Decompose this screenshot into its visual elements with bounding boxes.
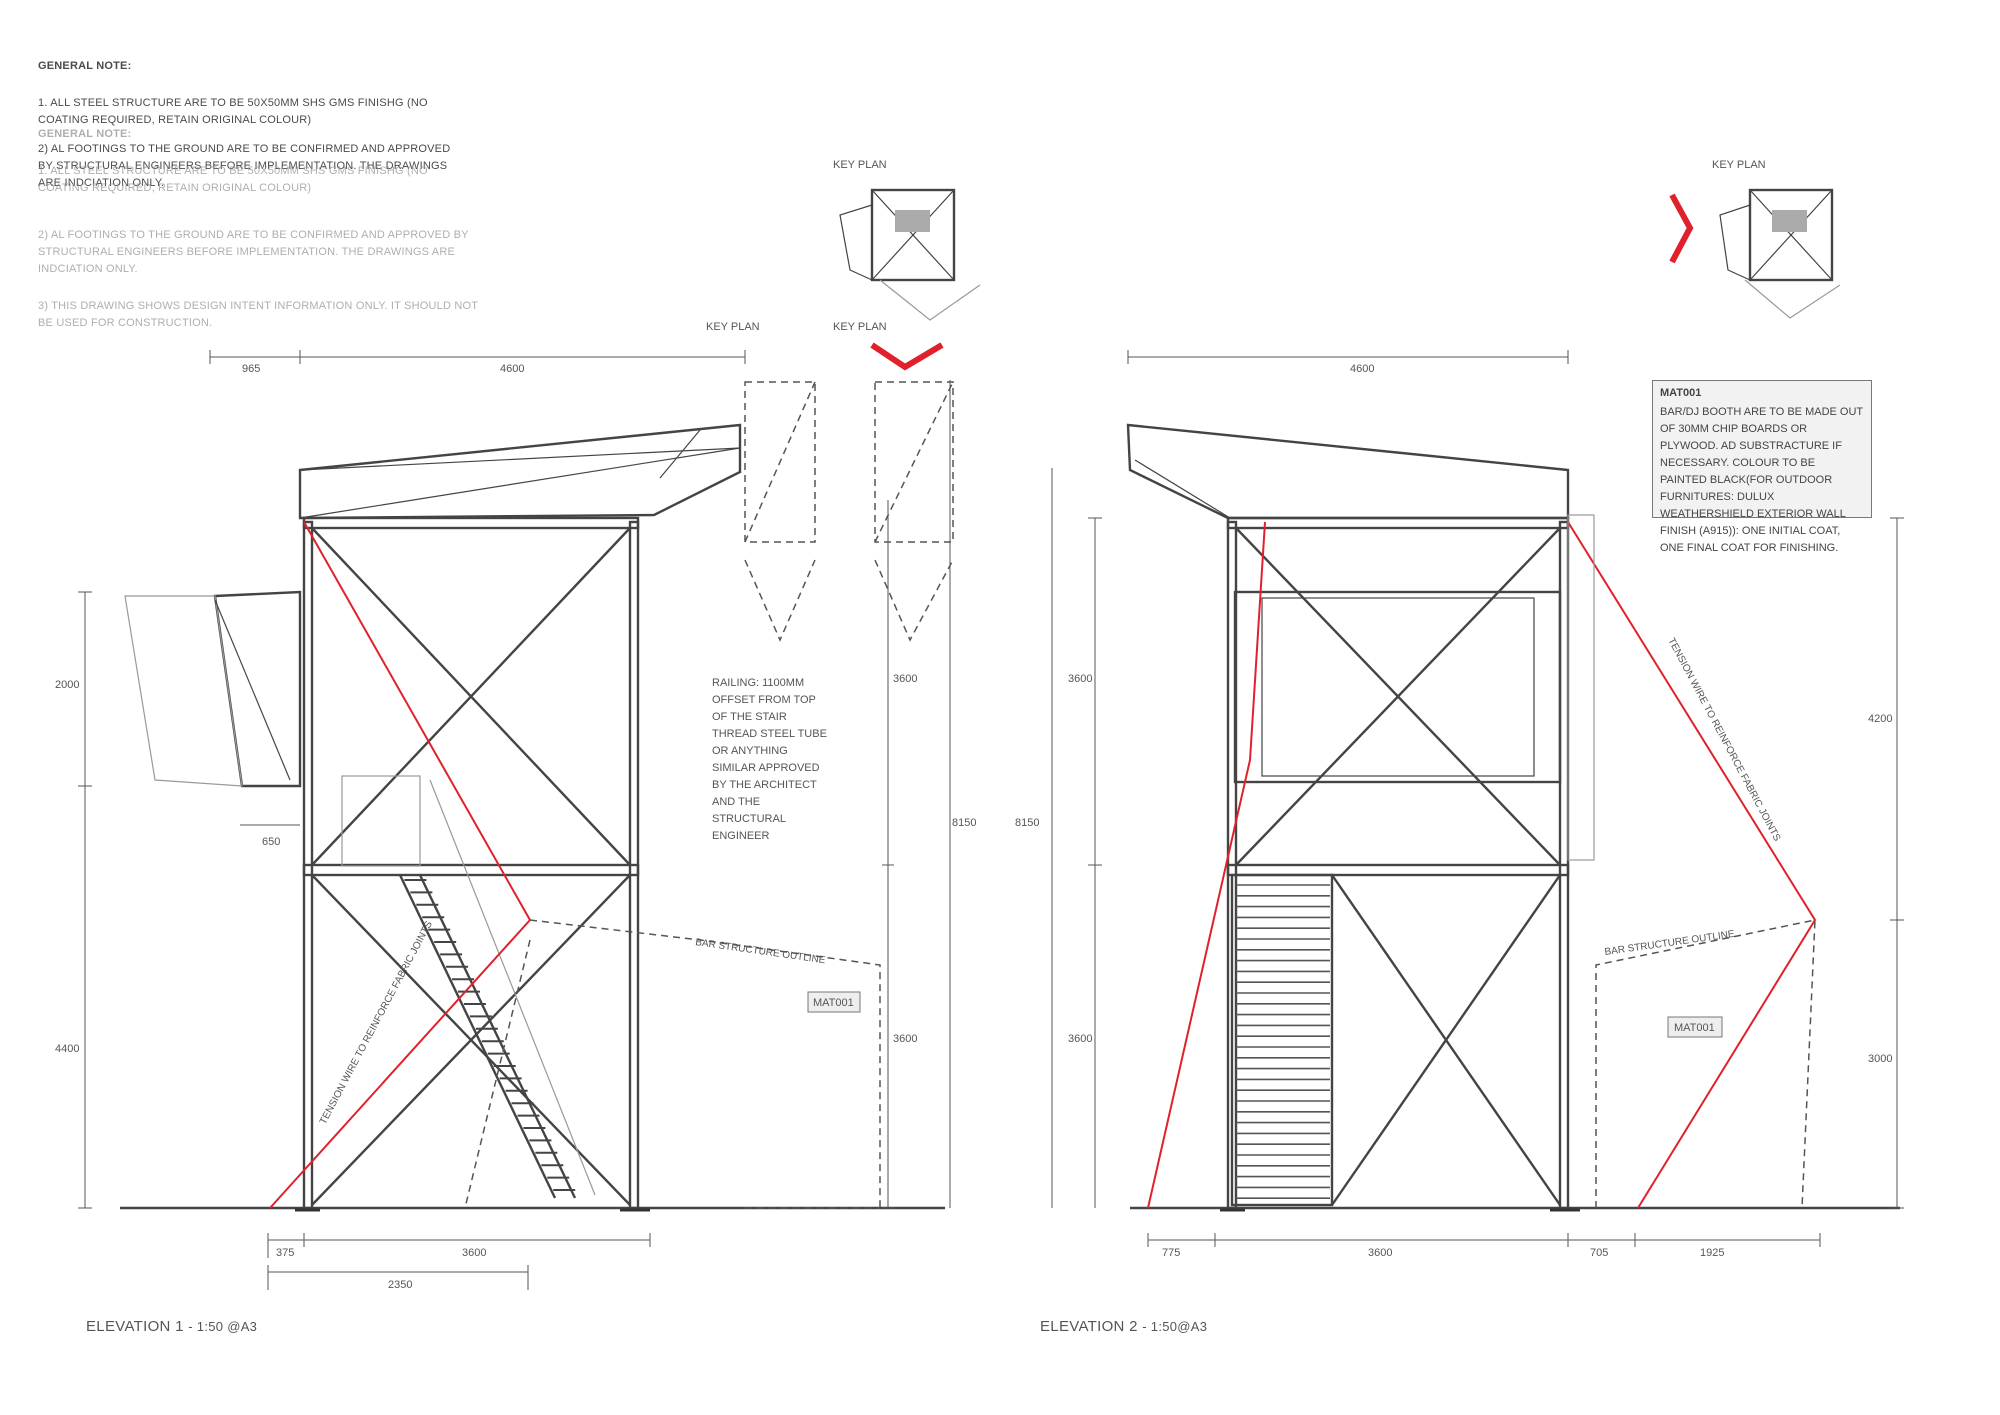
dimension-left-2: 3600 3600 8150 <box>1015 468 1102 1208</box>
general-notes: GENERAL NOTE: 1. ALL STEEL STRUCTURE ARE… <box>38 58 468 204</box>
bar-outline-label-2: BAR STRUCTURE OUTLINE <box>1604 929 1736 958</box>
canopy-shadow <box>124 595 243 787</box>
roof-member <box>659 429 701 479</box>
bar-outline-label-1: BAR STRUCTURE OUTLINE <box>695 937 827 966</box>
dimension-bottom: 375 3600 2350 <box>267 1233 651 1291</box>
stair-treads <box>404 879 576 1191</box>
beam-mid-2 <box>1226 863 1570 877</box>
key-plan-2: KEY PLAN <box>1669 159 1841 319</box>
dimension-top-2: 4600 <box>1127 350 1569 375</box>
note-item-1-ghost: 1. ALL STEEL STRUCTURE ARE TO BE 50x50mm… <box>38 165 428 194</box>
roof-member <box>1134 459 1231 519</box>
material-note-text: BAR/DJ BOOTH ARE TO BE MADE OUT OF 30MM … <box>1660 406 1863 554</box>
tension-wire-2 <box>1147 521 1266 1209</box>
dimension-offset: 650 <box>240 824 300 848</box>
elevation-1: 2000 4400 965 4600 650 <box>55 159 981 1291</box>
key-plan-ghost: KEY PLAN <box>706 321 954 642</box>
stair-stringer <box>398 874 557 1199</box>
elevation-1-scale: - 1:50 @A3 <box>188 1319 258 1334</box>
elevation-1-name: ELEVATION 1 <box>86 1318 184 1335</box>
canopy-brace <box>214 599 291 781</box>
roof <box>298 423 742 520</box>
dim-canopy-height: 2000 <box>55 679 79 691</box>
roof-member <box>1127 424 1569 471</box>
brace <box>311 527 631 866</box>
tension-wire-3 <box>1567 521 1817 1209</box>
bar-structure-outline-2 <box>1595 919 1816 1209</box>
elevation-1-title: ELEVATION 1 - 1:50 @A3 <box>86 1318 257 1335</box>
brace <box>1235 527 1561 866</box>
material-note-title: MAT001 <box>1660 387 1702 399</box>
key-plan-label-2: KEY PLAN <box>1712 159 1766 171</box>
beam-top <box>302 516 640 530</box>
roof-member <box>299 447 741 519</box>
dim-offset: 650 <box>262 836 280 848</box>
dimension-right: 3600 3600 8150 <box>882 380 976 1209</box>
side-panel <box>1567 514 1595 861</box>
dimension-right-2: 4200 3000 <box>1868 517 1904 1209</box>
elevation-2: 4600 3600 3600 8150 4200 3000 <box>1015 159 1904 1259</box>
dim-total-2: 8150 <box>1015 817 1039 829</box>
general-notes-ghost: GENERAL NOTE: 1. ALL STEEL STRUCTURE ARE… <box>38 126 478 344</box>
stair-stringer <box>418 874 577 1199</box>
dim-bay: 3600 <box>462 1247 486 1259</box>
mat-tag-2-box <box>1667 1016 1723 1038</box>
dim-left-offset: 375 <box>276 1247 294 1259</box>
dimension-bottom-2: 775 3600 705 1925 <box>1147 1233 1821 1259</box>
mat-tag-1-box <box>807 991 861 1013</box>
beam-top-2 <box>1226 516 1570 530</box>
stair-treads-2 <box>1236 884 1330 1199</box>
key-plan-label-1: KEY PLAN <box>833 159 887 171</box>
note-item-2-ghost: 2) AL FOOTINGS TO THE GROUND ARE TO BE C… <box>38 229 469 275</box>
stair-landing <box>341 775 421 867</box>
dim-base-height: 4400 <box>55 1043 79 1055</box>
roof-2 <box>1126 423 1570 520</box>
bar-outline-leg <box>464 939 531 1209</box>
dim-right-lower: 3000 <box>1868 1053 1892 1065</box>
dim-top-width: 4600 <box>500 363 524 375</box>
dim-lower: 3600 <box>893 1033 917 1045</box>
key-plan-1: KEY PLAN KEY PLAN <box>833 159 981 371</box>
roof-member <box>299 447 741 471</box>
dim-gap: 705 <box>1590 1247 1608 1259</box>
elevation-2-name: ELEVATION 2 <box>1040 1318 1138 1335</box>
beam-mid <box>302 863 640 877</box>
window-inner <box>1261 597 1535 777</box>
brace <box>1331 874 1561 1206</box>
note-item-3: 3) THIS DRAWING SHOWS DESIGN INTENT INFO… <box>38 300 478 329</box>
key-plan-label-ghost: KEY PLAN <box>706 321 760 333</box>
dim-upper-2: 3600 <box>1068 673 1092 685</box>
notes-heading: GENERAL NOTE: <box>38 60 132 72</box>
dim-top-width-2: 4600 <box>1350 363 1374 375</box>
dim-right-upper: 4200 <box>1868 713 1892 725</box>
note-item-2: 2) AL FOOTINGS TO THE GROUND ARE TO BE C… <box>38 143 451 189</box>
dim-lower-2: 3600 <box>1068 1033 1092 1045</box>
dim-upper: 3600 <box>893 673 917 685</box>
dim-canopy: 965 <box>242 363 260 375</box>
note-item-1: 1. ALL STEEL STRUCTURE ARE TO BE 50x50mm… <box>38 97 428 126</box>
dim-bay-2: 3600 <box>1368 1247 1392 1259</box>
brace <box>311 874 631 1206</box>
dimension-left: 2000 4400 <box>55 591 92 1209</box>
notes-heading-ghost: GENERAL NOTE: <box>38 128 132 140</box>
key-plan-label-1b: KEY PLAN <box>833 321 887 333</box>
dim-left-offset-2: 775 <box>1162 1247 1180 1259</box>
dimension-top: 965 4600 <box>209 350 746 375</box>
window-frame <box>1233 590 1562 784</box>
stair-elevation <box>1230 873 1334 1207</box>
dim-right-span: 1925 <box>1700 1247 1724 1259</box>
material-note-box: MAT001 BAR/DJ BOOTH ARE TO BE MADE OUT O… <box>1652 380 1872 554</box>
railing <box>429 779 596 1196</box>
bar-structure-outline <box>529 919 881 1208</box>
wire-label-2: TENSION WIRE TO REINFORCE FABRIC JOINTS <box>1665 636 1782 843</box>
elevation-2-scale: - 1:50@A3 <box>1142 1319 1208 1334</box>
elevation-2-title: ELEVATION 2 - 1:50@A3 <box>1040 1318 1207 1335</box>
mat-tag-2: MAT001 <box>1674 1022 1715 1034</box>
dim-total: 8150 <box>952 817 976 829</box>
mat-tag-1: MAT001 <box>813 997 854 1009</box>
dim-stair: 2350 <box>388 1279 412 1291</box>
